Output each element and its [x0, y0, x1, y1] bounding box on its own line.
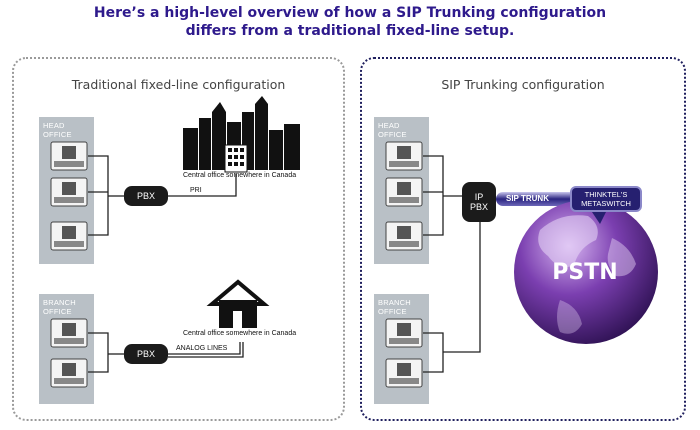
metaswitch-line2: METASWITCH	[581, 199, 631, 208]
phone-icon	[385, 318, 423, 348]
phone-icon	[50, 358, 88, 388]
trad-head-office-label: HEAD OFFICE	[43, 121, 72, 139]
pstn-label: PSTN	[552, 260, 618, 285]
trad-head-lines	[88, 155, 237, 236]
trad-head-pbx: PBX	[124, 186, 168, 206]
sip-branch-lines	[423, 222, 481, 373]
phone-icon	[385, 141, 423, 171]
pstn-globe	[514, 200, 658, 344]
title-line-1: Here’s a high-level overview of how a SI…	[93, 5, 607, 21]
trad-branch-office-label: BRANCH OFFICE	[43, 298, 76, 316]
phone-icon	[385, 358, 423, 388]
sip-branch-office-label: BRANCH OFFICE	[378, 298, 411, 316]
trad-branch-pbx-label: PBX	[136, 349, 155, 359]
phone-icon	[50, 318, 88, 348]
sip-trunk-label: SIP TRUNK	[506, 194, 549, 203]
house-caption: Central office somewhere in Canada	[183, 330, 297, 337]
analog-lines-label: ANALOG LINES	[176, 345, 228, 352]
phone-icon	[50, 177, 88, 207]
city-caption: Central office somewhere in Canada	[183, 172, 297, 179]
phone-icon	[385, 221, 423, 251]
pri-label: PRI	[190, 187, 202, 194]
metaswitch-box: THINKTEL'S METASWITCH	[570, 186, 642, 212]
sip-head-office-label: HEAD OFFICE	[378, 121, 407, 139]
sip-panel-title: SIP Trunking configuration	[441, 77, 605, 92]
phone-icon	[50, 141, 88, 171]
metaswitch-line1: THINKTEL'S	[584, 190, 628, 199]
trad-branch-pbx: PBX	[124, 344, 168, 364]
ip-pbx-label-line1: IP	[474, 192, 484, 202]
sip-panel: SIP Trunking configuration	[360, 57, 686, 421]
diagram-title: Here’s a high-level overview of how a SI…	[0, 4, 700, 40]
sip-trunk-tube	[496, 192, 576, 206]
phone-icon	[50, 221, 88, 251]
house-icon	[206, 279, 270, 328]
city-skyline-icon	[183, 96, 300, 173]
trad-branch-lines	[88, 332, 244, 373]
metaswitch-pointer	[592, 212, 606, 224]
traditional-panel-title: Traditional fixed-line configuration	[71, 77, 286, 92]
sip-head-lines	[423, 155, 462, 236]
ip-pbx-label-line2: PBX	[469, 202, 488, 212]
traditional-panel: Traditional fixed-line configuration	[12, 57, 345, 421]
title-line-2: differs from a traditional fixed-line se…	[185, 23, 515, 39]
phone-icon	[385, 177, 423, 207]
trad-head-pbx-label: PBX	[136, 191, 155, 201]
sip-ip-pbx: IP PBX	[462, 182, 496, 222]
